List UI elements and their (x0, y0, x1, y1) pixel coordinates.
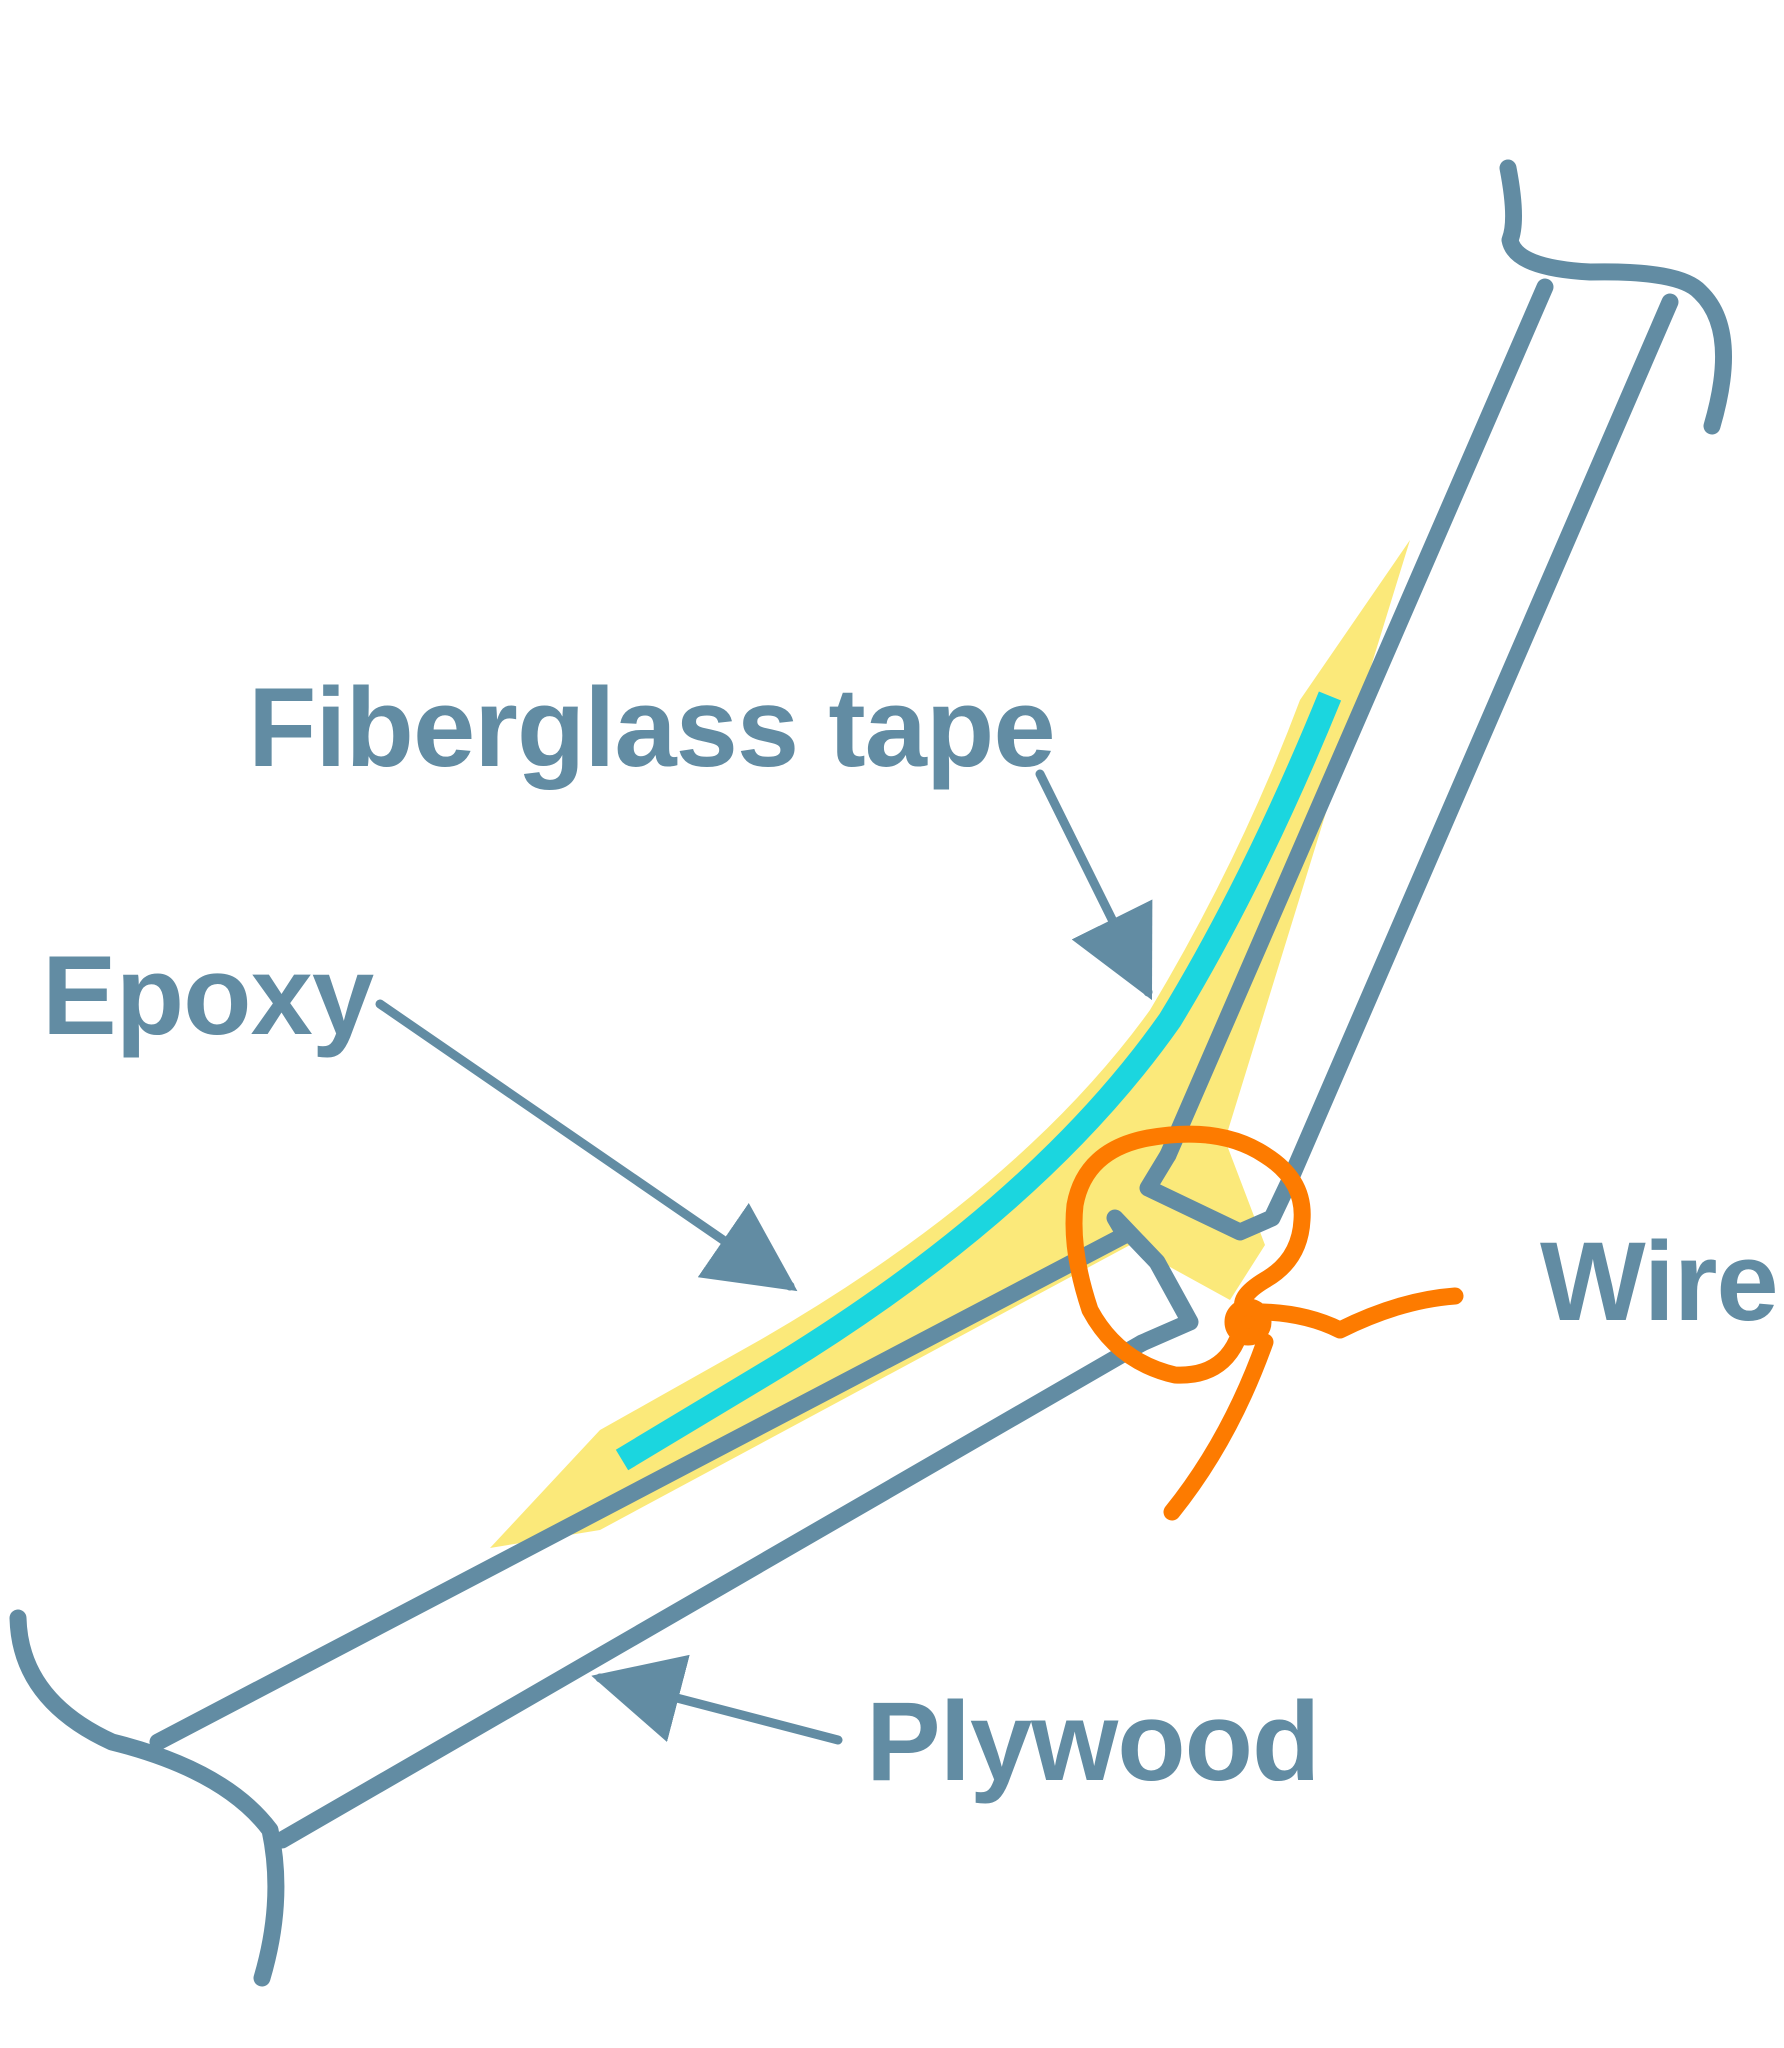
wire-label: Wire (1540, 1219, 1779, 1344)
epoxy-fillet (490, 540, 1410, 1548)
epoxy-arrow (375, 999, 798, 1292)
wire-stitch (1065, 1125, 1464, 1521)
fiberglass-tape-arrow (1035, 769, 1153, 1001)
epoxy-label: Epoxy (42, 933, 374, 1058)
leader-arrows (375, 769, 1153, 1745)
fiberglass-tape (615, 691, 1342, 1471)
plywood-arrow (591, 1654, 843, 1745)
upper-plywood-panel (1139, 159, 1732, 1241)
fiberglass-tape-label: Fiberglass tape (248, 665, 1056, 790)
lower-plywood-panel (9, 1209, 1199, 1987)
plywood-label: Plywood (866, 1679, 1320, 1804)
